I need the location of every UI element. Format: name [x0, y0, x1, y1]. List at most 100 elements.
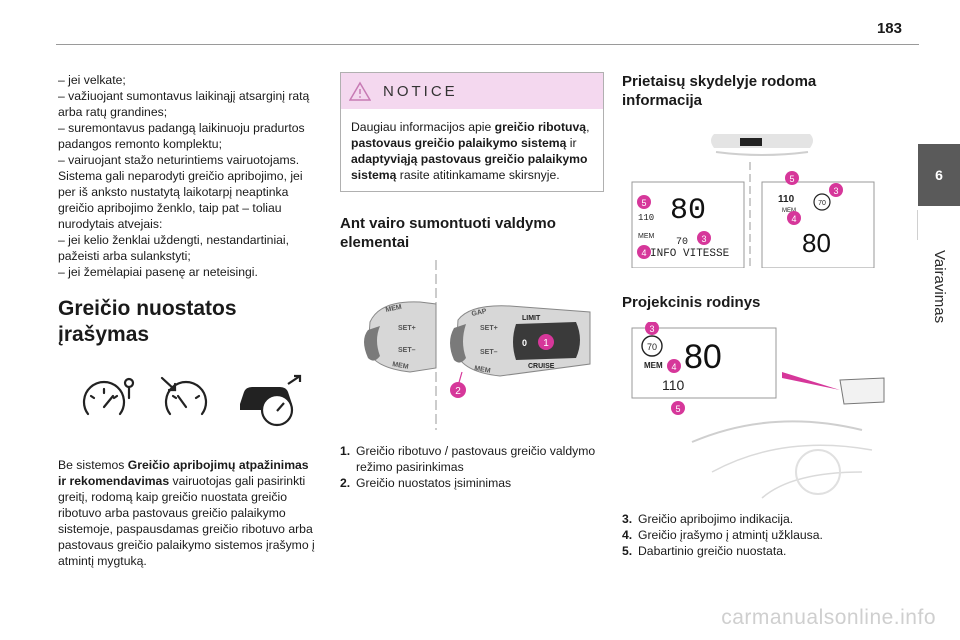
text-line: – suremontavus padangą laikinuoju pradur… — [58, 121, 305, 135]
hud-mem: MEM — [644, 361, 663, 370]
svg-text:4: 4 — [641, 248, 646, 258]
steering-controls-heading: Ant vairo sumontuoti valdymo elementai — [340, 215, 556, 251]
callout-5-left: 5 — [637, 195, 651, 209]
steering-stalk-figure: MEM SET+ SET– MEM GAP SET+ SET– LIMIT 0 … — [364, 260, 591, 430]
list-item: 1.Greičio ribotuvo / pastovaus greičio v… — [340, 444, 596, 474]
text-line: nurodytais atvejais: — [58, 217, 163, 231]
svg-text:3: 3 — [701, 234, 706, 244]
text-line: per iš anksto nustatytą laikotarpį neapt… — [58, 185, 289, 199]
intro-text: – jei velkate; – važiuojant sumontavus l… — [58, 72, 318, 280]
car-speedometer-icon — [240, 374, 302, 427]
text-line: padangos remonto komplektu; — [58, 137, 222, 151]
svg-text:5: 5 — [641, 198, 646, 208]
svg-text:3: 3 — [833, 186, 838, 196]
text-line: greičio apribojimo ženklo, taip pat – to… — [58, 201, 282, 215]
svg-text:4: 4 — [791, 214, 796, 224]
projection-heading: Projekcinis rodinys — [622, 294, 761, 311]
svg-text:5: 5 — [675, 404, 680, 414]
section-title: Greičio nuostatos įrašymas — [58, 297, 237, 346]
chapter-tab[interactable]: 6 — [918, 144, 960, 206]
stalk-label: MEM — [474, 365, 491, 375]
text-line: – jei velkate; — [58, 73, 126, 87]
callout-5-hud: 5 — [671, 401, 685, 415]
svg-text:70: 70 — [818, 200, 826, 207]
set-speed: 70 — [676, 237, 688, 248]
notice-header: NOTICE — [341, 73, 603, 109]
stalk-label: 0 — [522, 338, 527, 348]
top-rule — [56, 44, 919, 45]
list-item: 4.Greičio įrašymo į atmintį užklausa. — [622, 528, 823, 542]
hud-display: 80 70 MEM 110 — [631, 327, 777, 399]
stalk-label: SET+ — [480, 325, 498, 332]
display-legend: 3.Greičio apribojimo indikacija. 4.Greič… — [622, 511, 887, 559]
svg-text:5: 5 — [789, 174, 794, 184]
callout-3-left: 3 — [697, 231, 711, 245]
text-line: – jei žemėlapiai pasenę ar neteisingi. — [58, 265, 258, 279]
memory-paragraph: Be sistemos Greičio apribojimų atpažinim… — [58, 458, 315, 568]
stalk-label: SET+ — [398, 325, 416, 332]
mem-label: MEM — [638, 233, 655, 240]
windscreen-sketch — [691, 372, 885, 499]
stalk-label: SET– — [480, 349, 498, 356]
notice-body: Daugiau informacijos apie greičio ribotu… — [351, 120, 590, 182]
hud-speed-sign-icon — [641, 335, 663, 357]
chapter-number: 6 — [935, 167, 943, 183]
hud-figure: 80 70 MEM 110 3 4 5 — [631, 321, 885, 499]
stalk-label: MEM — [392, 361, 409, 371]
svg-text:70: 70 — [647, 342, 657, 352]
callout-4-left: 4 — [637, 245, 651, 259]
text-line: – vairuojant stažo neturintiems vairuoto… — [58, 153, 300, 167]
text-line: Sistema gali neparodyti greičio apriboji… — [58, 169, 303, 183]
stalk-label: SET– — [398, 347, 416, 354]
notice-title: NOTICE — [383, 82, 458, 100]
current-speed: 80 — [670, 194, 706, 228]
speed-limit-value: 110 — [778, 194, 795, 205]
speed-sign-icon — [813, 193, 831, 211]
stalk-label: GAP — [471, 308, 488, 318]
svg-text:1: 1 — [543, 338, 549, 349]
side-rule — [917, 210, 918, 240]
svg-text:4: 4 — [671, 362, 676, 372]
text-line: arba ratų grandines; — [58, 105, 168, 119]
callout-3-top: 3 — [829, 183, 843, 197]
current-speed: 80 — [802, 228, 831, 258]
page-number: 183 — [876, 20, 902, 37]
dashboard-thumbnail — [711, 134, 813, 156]
chapter-label: Vairavimas — [931, 250, 948, 324]
speed-memory-icons — [82, 374, 302, 427]
cluster-right-display: 110 MEM 70 80 — [761, 181, 875, 269]
svg-text:3: 3 — [649, 324, 654, 334]
text-line: pažeisti arba sulankstyti; — [58, 249, 191, 263]
warning-triangle-icon — [349, 81, 371, 101]
list-item: 3.Greičio apribojimo indikacija. — [622, 512, 794, 526]
hud-speed: 80 — [684, 338, 722, 376]
speedometer-limit-icon — [82, 377, 135, 416]
stalk-label: MEM — [385, 304, 403, 314]
text-line: – jei kelio ženklai uždengti, nestandart… — [58, 233, 290, 247]
column-right: Prietaisų skydelyje rodoma informacija 8… — [622, 72, 887, 559]
list-item: 5.Dabartinio greičio nuostata. — [622, 544, 787, 558]
callout-5-top: 5 — [785, 171, 799, 185]
notice-box: NOTICE Daugiau informacijos apie greičio… — [340, 72, 604, 192]
instrument-cluster-figure: 80 110 MEM 70 INFO VITESSE 110 MEM 70 80… — [631, 134, 875, 269]
text-line: – važiuojant sumontavus laikinąjį atsarg… — [58, 89, 310, 103]
svg-text:2: 2 — [455, 386, 461, 397]
callout-4-top: 4 — [787, 211, 801, 225]
mem-label: MEM — [782, 208, 796, 214]
small-speed: 110 — [638, 213, 654, 223]
right-stalk: GAP SET+ SET– LIMIT 0 CRUISE MEM — [450, 305, 591, 377]
stalk-legend: 1.Greičio ribotuvo / pastovaus greičio v… — [340, 443, 604, 491]
callout-1: 1 — [538, 334, 554, 350]
hud-limit: 110 — [662, 377, 685, 393]
left-stalk: MEM SET+ SET– MEM — [364, 301, 437, 373]
callout-4-hud: 4 — [667, 359, 681, 373]
callout-3-hud: 3 — [645, 321, 659, 335]
speedometer-arrow-icon — [160, 376, 208, 416]
stalk-label: CRUISE — [528, 363, 555, 370]
callout-2: 2 — [450, 371, 466, 398]
cluster-info-heading: Prietaisų skydelyje rodoma informacija — [622, 73, 817, 109]
list-item: 2.Greičio nuostatos įsiminimas — [340, 476, 512, 490]
info-text: INFO VITESSE — [650, 248, 730, 260]
watermark: carmanualsonline.info — [721, 606, 936, 629]
stalk-label: LIMIT — [522, 315, 541, 322]
